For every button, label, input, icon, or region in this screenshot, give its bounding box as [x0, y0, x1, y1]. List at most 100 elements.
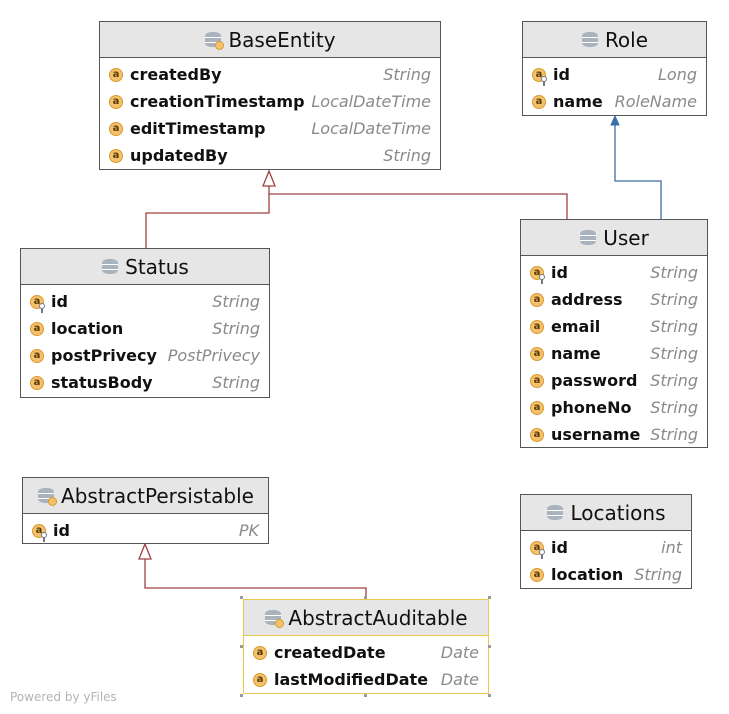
field-name: id [53, 521, 70, 540]
entity-title: BaseEntity [228, 27, 336, 52]
field-row[interactable]: a address String [521, 286, 707, 313]
field-row[interactable]: a id int [521, 534, 691, 561]
edge-user-baseentity[interactable] [269, 193, 568, 219]
selection-handle[interactable] [364, 694, 367, 697]
field-row[interactable]: a name RoleName [523, 88, 706, 115]
selection-handle[interactable] [240, 645, 243, 648]
field-row[interactable]: a statusBody String [21, 369, 269, 396]
field-row[interactable]: a id String [521, 259, 707, 286]
selection-handle[interactable] [488, 694, 491, 697]
attribute-icon: a [530, 428, 544, 442]
entity-header: Status [21, 249, 269, 285]
field-name: address [551, 290, 623, 309]
entity-abstractauditable[interactable]: AbstractAuditable a createdDate Date a l… [243, 599, 489, 694]
entity-header: User [521, 220, 707, 256]
field-type: String [383, 146, 431, 165]
field-row[interactable]: a editTimestamp LocalDateTime [100, 115, 440, 142]
field-type: String [212, 292, 260, 311]
field-type: String [650, 344, 698, 363]
attribute-icon: a [530, 401, 544, 415]
field-name: createdDate [274, 643, 386, 662]
entity-header: BaseEntity [100, 22, 440, 58]
field-row[interactable]: a id PK [23, 517, 268, 544]
field-row[interactable]: a updatedBy String [100, 142, 440, 169]
field-row[interactable]: a createdDate Date [244, 639, 488, 666]
entity-table-icon [546, 504, 564, 522]
field-name: lastModifiedDate [274, 670, 429, 689]
entity-status[interactable]: Status a id String a location String a p… [20, 248, 270, 398]
field-type: Date [440, 643, 479, 662]
field-type: String [212, 319, 260, 338]
field-name: id [51, 292, 68, 311]
field-name: password [551, 371, 638, 390]
field-name: editTimestamp [130, 119, 266, 138]
field-type: String [212, 373, 260, 392]
field-type: String [650, 263, 698, 282]
primary-key-icon [41, 532, 47, 542]
edge-auditable-persistable[interactable] [144, 559, 367, 599]
field-type: LocalDateTime [311, 92, 431, 111]
selection-handle[interactable] [488, 596, 491, 599]
edge-status-baseentity[interactable] [145, 186, 270, 248]
field-name: postPrivecy [51, 346, 157, 365]
attribute-icon: a [109, 149, 123, 163]
entity-role[interactable]: Role a id Long a name RoleName [522, 21, 707, 116]
field-row[interactable]: a createdBy String [100, 61, 440, 88]
field-type: String [650, 317, 698, 336]
primary-key-icon [541, 76, 547, 86]
field-type: Date [440, 670, 479, 689]
entity-table-icon [581, 31, 599, 49]
field-type: int [661, 538, 682, 557]
field-name: id [553, 65, 570, 84]
field-row[interactable]: a email String [521, 313, 707, 340]
field-name: id [551, 538, 568, 557]
attribute-icon: a [109, 68, 123, 82]
attribute-icon: a [530, 320, 544, 334]
field-type: String [650, 398, 698, 417]
field-name: username [551, 425, 641, 444]
entity-abstractpersistable[interactable]: AbstractPersistable a id PK [22, 477, 269, 544]
entity-title: AbstractAuditable [288, 605, 468, 630]
inheritance-arrow-persistable [138, 542, 152, 560]
field-type: String [383, 65, 431, 84]
field-row[interactable]: a password String [521, 367, 707, 394]
field-row[interactable]: a location String [21, 315, 269, 342]
field-name: name [551, 344, 601, 363]
entity-title: User [603, 225, 649, 250]
field-name: phoneNo [551, 398, 632, 417]
entity-locations[interactable]: Locations a id int a location String [520, 494, 692, 589]
entity-header: Locations [521, 495, 691, 531]
inheritance-arrow-baseentity [262, 169, 276, 187]
selection-handle[interactable] [240, 694, 243, 697]
entity-baseentity[interactable]: BaseEntity a createdBy String a creation… [99, 21, 441, 170]
field-name: location [551, 565, 624, 584]
field-name: email [551, 317, 601, 336]
attribute-icon: a [530, 568, 544, 582]
selection-handle[interactable] [240, 596, 243, 599]
field-row[interactable]: a phoneNo String [521, 394, 707, 421]
field-row[interactable]: a location String [521, 561, 691, 588]
edge-user-role[interactable] [614, 124, 662, 219]
field-name: updatedBy [130, 146, 228, 165]
field-row[interactable]: a id Long [523, 61, 706, 88]
field-row[interactable]: a creationTimestamp LocalDateTime [100, 88, 440, 115]
primary-key-icon [539, 274, 545, 284]
attribute-icon: a [109, 95, 123, 109]
selection-handle[interactable] [364, 596, 367, 599]
field-type: Long [658, 65, 697, 84]
field-row[interactable]: a lastModifiedDate Date [244, 666, 488, 693]
field-type: String [650, 371, 698, 390]
field-row[interactable]: a username String [521, 421, 707, 448]
watermark: Powered by yFiles [10, 690, 117, 704]
entity-user[interactable]: User a id String a address String a emai… [520, 219, 708, 448]
field-row[interactable]: a name String [521, 340, 707, 367]
attribute-icon: a [530, 347, 544, 361]
entity-table-icon [101, 258, 119, 276]
field-row[interactable]: a postPrivecy PostPrivecy [21, 342, 269, 369]
selection-handle[interactable] [488, 645, 491, 648]
entity-title: Role [604, 27, 649, 52]
field-row[interactable]: a id String [21, 288, 269, 315]
entity-title: Locations [570, 500, 666, 525]
attribute-icon: a [30, 349, 44, 363]
attribute-icon: a [253, 673, 267, 687]
